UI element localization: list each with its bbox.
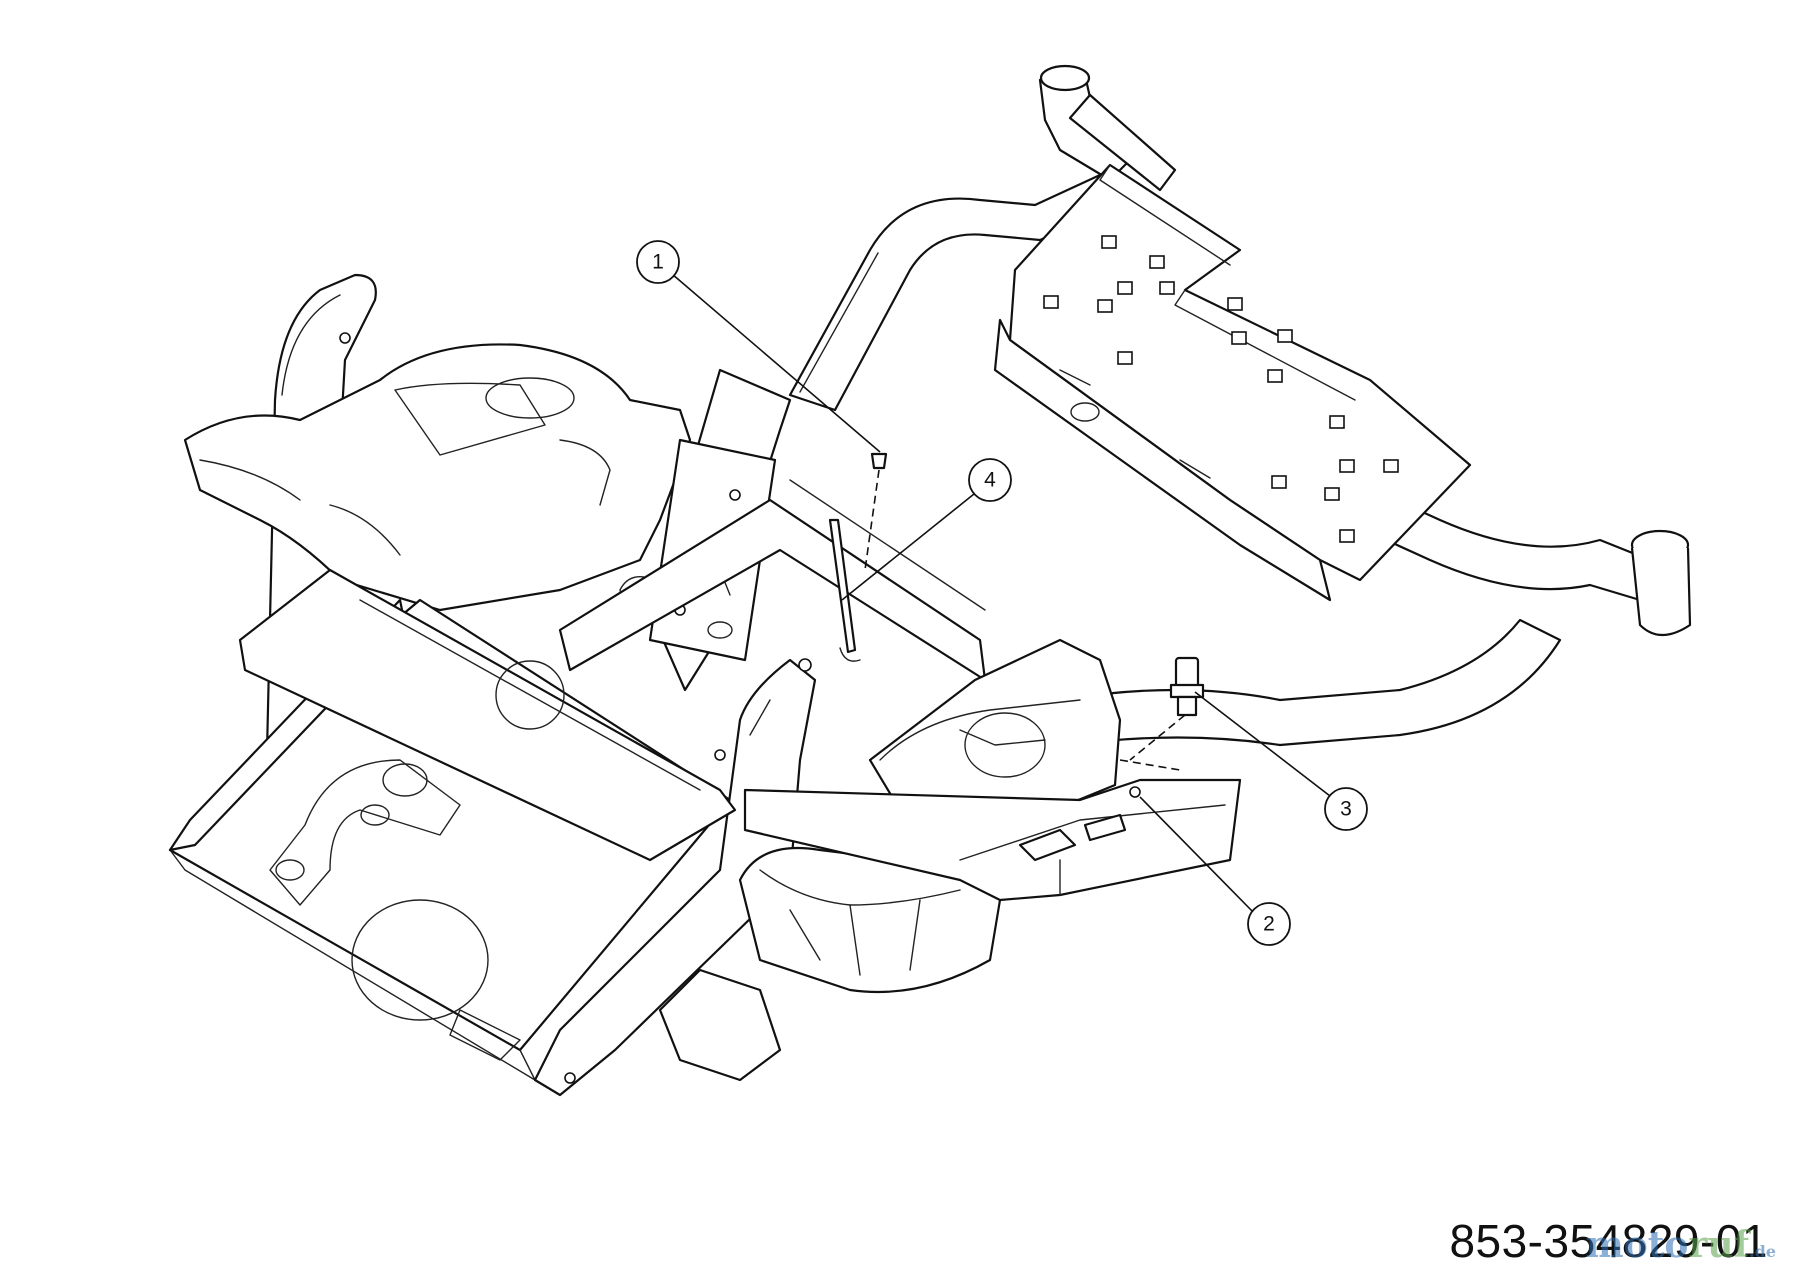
watermark-logo: motoruf.de bbox=[1586, 1224, 1776, 1266]
watermark-part-a: moto bbox=[1585, 1224, 1689, 1266]
seat-switch-part bbox=[1169, 656, 1205, 717]
watermark-part-c: .de bbox=[1749, 1242, 1776, 1261]
rear-mounting-plate bbox=[993, 163, 1472, 602]
leader-line-4 bbox=[841, 493, 975, 601]
callout-1: 1 bbox=[636, 240, 680, 284]
front-step bbox=[743, 778, 1242, 902]
leader-line-2 bbox=[1139, 796, 1256, 915]
callout-3: 3 bbox=[1324, 787, 1368, 831]
rod-part-4 bbox=[828, 518, 861, 662]
callout-2: 2 bbox=[1247, 902, 1291, 946]
callout-4-label: 4 bbox=[984, 469, 996, 492]
watermark-part-b: ruf bbox=[1688, 1224, 1750, 1266]
callout-1-label: 1 bbox=[652, 251, 664, 274]
bolt-part-1 bbox=[864, 452, 888, 571]
plate-bolt-group bbox=[1043, 235, 1399, 543]
assembly-line-2 bbox=[1119, 759, 1181, 771]
control-bracket bbox=[558, 368, 987, 692]
front-chassis bbox=[168, 273, 817, 1097]
callout-3-label: 3 bbox=[1340, 798, 1352, 821]
right-seat-base bbox=[738, 638, 1122, 994]
callout-2-label: 2 bbox=[1263, 913, 1275, 936]
leader-line-3 bbox=[1194, 691, 1331, 797]
callout-4: 4 bbox=[968, 458, 1012, 502]
leader-line-1 bbox=[671, 273, 881, 453]
assembly-line-3 bbox=[1129, 714, 1186, 761]
diagram-part-number: 853-354829-01 bbox=[1449, 1215, 1768, 1267]
